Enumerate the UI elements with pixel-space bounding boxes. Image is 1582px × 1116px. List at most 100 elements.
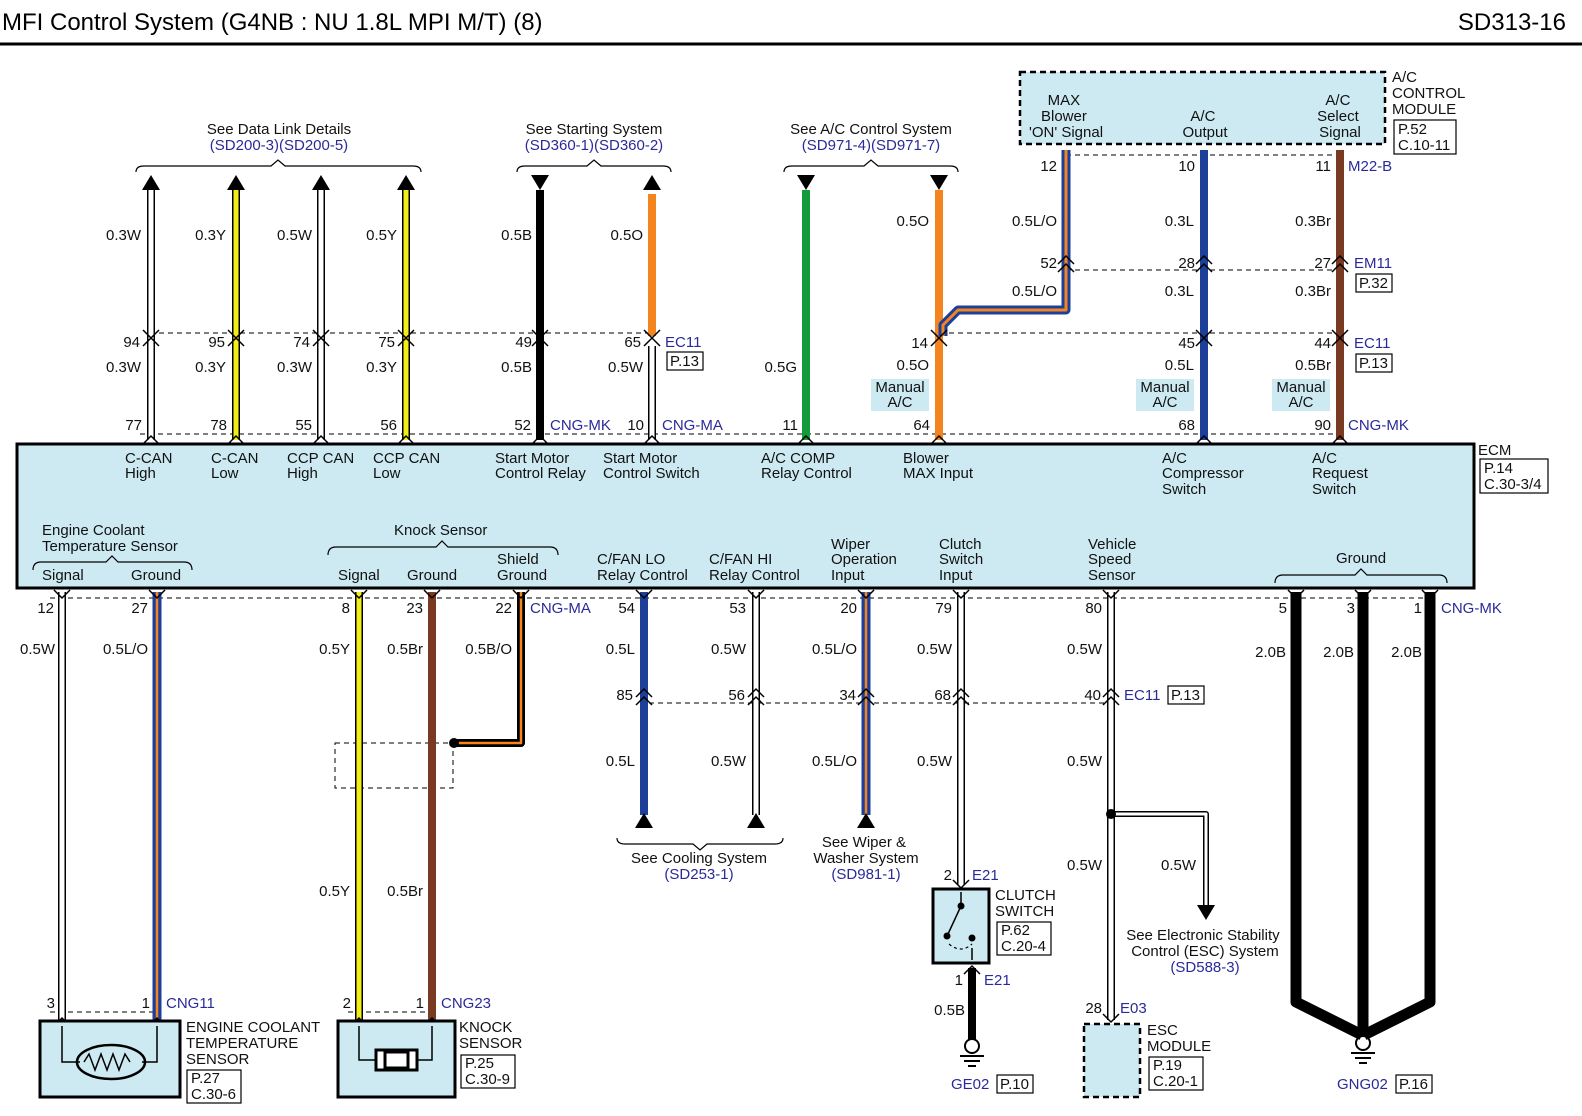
link-wiper[interactable]: (SD981-1) [831, 866, 900, 883]
connector-em11[interactable]: EM11 [1354, 255, 1392, 272]
svg-text:0.5W: 0.5W [1067, 753, 1103, 770]
svg-text:0.5W: 0.5W [1161, 857, 1197, 874]
svg-text:79: 79 [935, 600, 952, 617]
svg-text:0.5W: 0.5W [711, 641, 747, 658]
svg-text:68: 68 [934, 687, 951, 704]
svg-text:0.5W: 0.5W [20, 641, 56, 658]
svg-text:20: 20 [840, 600, 857, 617]
clutch-switch-ref[interactable]: P.62 C.20-4 [1001, 922, 1046, 955]
ecm-box[interactable] [15, 442, 1476, 590]
ecm-pin-ect-signal: Signal [42, 567, 84, 584]
ground-gng02[interactable]: GNG02 [1337, 1076, 1388, 1093]
svg-text:85: 85 [616, 687, 633, 704]
svg-text:53: 53 [729, 600, 746, 617]
svg-text:0.5O: 0.5O [610, 227, 643, 244]
ground-group-brace [1274, 568, 1448, 584]
svg-text:28: 28 [1178, 255, 1195, 272]
top-arrows [142, 175, 948, 190]
connector-e03[interactable]: E03 [1120, 1000, 1147, 1017]
shield-splice [449, 738, 459, 748]
svg-text:0.5L/O: 0.5L/O [812, 753, 857, 770]
svg-text:14: 14 [911, 335, 928, 352]
ec11-top-ref[interactable]: P.13 [670, 353, 699, 370]
svg-text:0.5W: 0.5W [1067, 641, 1103, 658]
svg-text:75: 75 [378, 334, 395, 351]
ground-icon-gng02 [1351, 1035, 1375, 1064]
ecm-group-ground: Ground [1336, 550, 1386, 567]
svg-text:0.5L/O: 0.5L/O [1012, 283, 1057, 300]
bottom-arrows [635, 813, 875, 828]
svg-text:23: 23 [406, 600, 423, 617]
link-cooling[interactable]: (SD253-1) [664, 866, 733, 883]
connector-m22b[interactable]: M22-B [1348, 158, 1392, 175]
svg-text:54: 54 [618, 600, 635, 617]
ec11-ac-ref[interactable]: P.13 [1359, 355, 1388, 372]
svg-text:65: 65 [624, 334, 641, 351]
svg-text:0.5Y: 0.5Y [319, 883, 350, 900]
svg-text:45: 45 [1178, 335, 1195, 352]
ect-sensor-ref[interactable]: P.27 C.30-6 [191, 1070, 236, 1103]
clutch-switch[interactable] [931, 887, 991, 965]
esc-module-name: ESC MODULE [1147, 1022, 1211, 1055]
svg-text:0.3Br: 0.3Br [1295, 283, 1331, 300]
bottom-connector-marks [53, 589, 1439, 1027]
svg-text:0.5W: 0.5W [1067, 857, 1103, 874]
svg-text:64: 64 [913, 417, 930, 434]
ge02-ref[interactable]: P.10 [1000, 1076, 1029, 1093]
connector-cng-ma-top[interactable]: CNG-MA [662, 417, 723, 434]
ecm-ref[interactable]: P.14 C.30-3/4 [1484, 460, 1542, 493]
svg-text:94: 94 [123, 334, 140, 351]
link-esc[interactable]: (SD588-3) [1170, 959, 1239, 976]
link-data-link[interactable]: (SD200-3)(SD200-5) [210, 137, 348, 154]
knock-ref-box [460, 1054, 516, 1089]
ect-sensor[interactable] [38, 1019, 182, 1099]
connector-cng-mk-right[interactable]: CNG-MK [1348, 417, 1409, 434]
em11-ref-box [1355, 273, 1393, 293]
link-starting[interactable]: (SD360-1)(SD360-2) [525, 137, 663, 154]
ec11-bottom-ref[interactable]: P.13 [1171, 687, 1200, 704]
ec11-ac-ref-box [1355, 353, 1393, 373]
gng02-ref[interactable]: P.16 [1399, 1076, 1428, 1093]
svg-text:74: 74 [293, 334, 310, 351]
connector-cng-ma-bottom[interactable]: CNG-MA [530, 600, 591, 617]
knock-sensor[interactable] [336, 1019, 457, 1099]
ac-brace [783, 159, 959, 173]
connector-cng-mk-bottom[interactable]: CNG-MK [1441, 600, 1502, 617]
knock-sensor-ref[interactable]: P.25 C.30-9 [465, 1055, 510, 1088]
top-connector-marks [142, 254, 1349, 445]
em11-ref[interactable]: P.32 [1359, 275, 1388, 292]
ac-module-ref[interactable]: P.52 C.10-11 [1398, 121, 1450, 154]
connector-ec11-top[interactable]: EC11 [665, 334, 701, 351]
top-pin-numbers: 94 95 74 75 49 65 77 78 55 56 52 10 11 6… [123, 158, 1331, 434]
svg-text:0.3Br: 0.3Br [1295, 213, 1331, 230]
svg-text:0.5Y: 0.5Y [319, 641, 350, 658]
connector-cng23[interactable]: CNG23 [441, 995, 491, 1012]
ec11-bottom-ref-box [1167, 685, 1205, 705]
connector-ec11-bottom[interactable]: EC11 [1124, 687, 1160, 704]
svg-text:49: 49 [515, 334, 532, 351]
ref-wiper: See Wiper & Washer System [813, 834, 918, 867]
connector-cng-mk-top[interactable]: CNG-MK [550, 417, 611, 434]
ac-control-module[interactable]: MAX Blower 'ON' Signal A/C Output A/C Se… [1018, 70, 1387, 146]
manual-ac-badge-3 [1272, 379, 1330, 411]
svg-text:28: 28 [1085, 1000, 1102, 1017]
svg-text:0.5L/O: 0.5L/O [103, 641, 148, 658]
connector-ec11-ac[interactable]: EC11 [1354, 335, 1390, 352]
ecm-name: ECM [1478, 442, 1511, 459]
connector-e21-top[interactable]: E21 [972, 867, 999, 884]
esc-module[interactable] [1082, 1022, 1142, 1099]
svg-text:12: 12 [1040, 158, 1057, 175]
svg-text:27: 27 [1314, 255, 1331, 272]
starting-brace [516, 159, 672, 173]
connector-cng11[interactable]: CNG11 [166, 995, 215, 1012]
esc-module-ref[interactable]: P.19 C.20-1 [1153, 1057, 1198, 1090]
ground-ge02[interactable]: GE02 [951, 1076, 989, 1093]
svg-text:0.5B: 0.5B [501, 359, 532, 376]
link-ac[interactable]: (SD971-4)(SD971-7) [802, 137, 940, 154]
svg-text:77: 77 [125, 417, 142, 434]
connector-e21-bottom[interactable]: E21 [984, 972, 1011, 989]
svg-text:0.5O: 0.5O [896, 213, 929, 230]
